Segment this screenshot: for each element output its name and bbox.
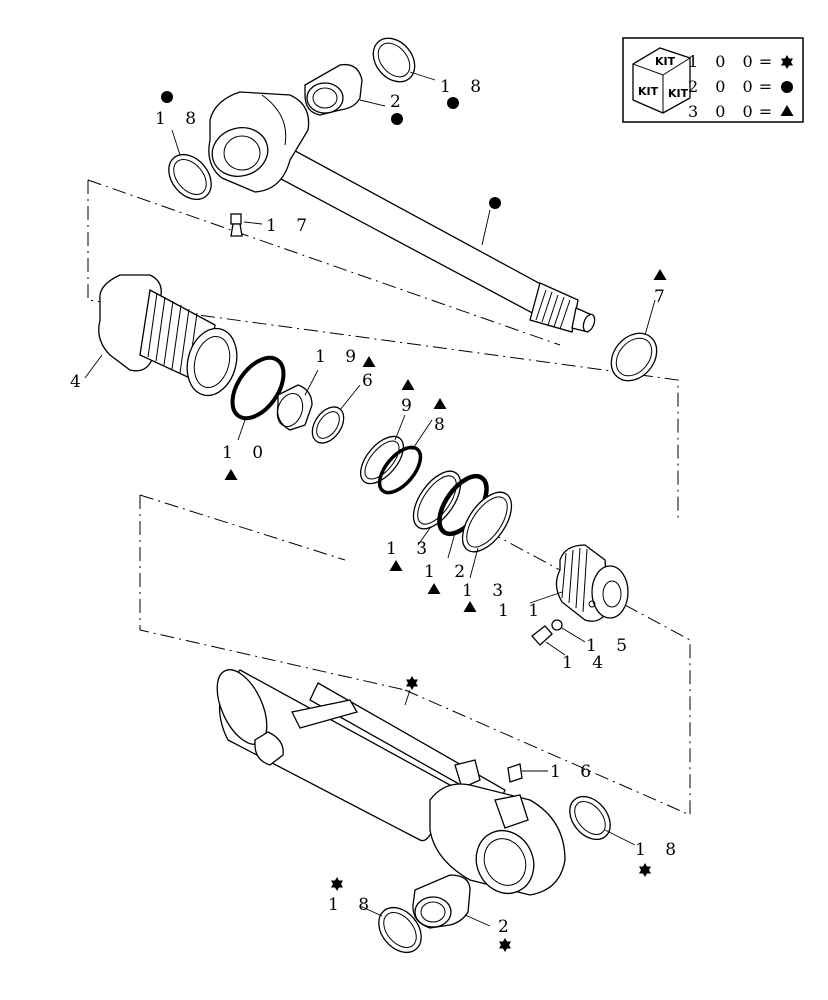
o-ring-8: [377, 419, 433, 495]
callout-18: 1 8: [328, 895, 376, 915]
circle-icon: [447, 97, 459, 109]
bushing-2-bottom: [412, 874, 491, 929]
callout-18: 1 8: [440, 77, 488, 97]
triangle-icon: [653, 269, 667, 280]
callout-4: 4: [70, 372, 88, 392]
triangle-icon: [224, 469, 238, 480]
kit-100-label: 1 0 0=: [688, 52, 778, 71]
check-ball-15: [551, 619, 586, 643]
seal-ring-18-top-left: [168, 129, 212, 201]
callout-15: 1 5: [586, 636, 634, 656]
triangle-icon: [463, 601, 477, 612]
callout-12: 1 2: [424, 562, 472, 582]
kit-word-left: KIT: [638, 85, 659, 98]
callout-19: 1 9: [315, 347, 363, 367]
seal-ring-13-left: [412, 470, 462, 546]
circle-icon: [391, 113, 403, 125]
kit-markers: [161, 91, 667, 952]
assembly-centerlines: [87, 179, 691, 816]
kit-200-label: 2 0 0=: [688, 77, 778, 96]
circle-icon: [489, 197, 501, 209]
seal-ring-18-bottom-left: [359, 905, 422, 954]
star-icon: [499, 938, 511, 952]
grease-fitting-17: [230, 213, 263, 237]
triangle-icon: [427, 583, 441, 594]
bushing-2-top: [304, 63, 386, 116]
kit-legend: KIT KIT KIT 1 0 0= 2 0 0= 3 0 0=: [622, 37, 804, 123]
callout-10: 1 0: [222, 443, 270, 463]
kit-word-top: KIT: [655, 55, 676, 68]
bushing-19: [276, 369, 319, 431]
star-icon: [639, 863, 651, 877]
callout-6: 6: [362, 371, 380, 391]
triangle-icon: [389, 560, 403, 571]
callout-8: 8: [434, 415, 452, 435]
circle-icon: [781, 81, 793, 93]
gland-nut-4: [84, 274, 238, 397]
star-icon: [331, 877, 343, 891]
plug-14: [531, 625, 566, 656]
seal-ring-13-right: [461, 491, 513, 579]
kit-300-label: 3 0 0=: [688, 102, 778, 121]
callout-labels: 1 8 2 1 8 1 7 7 4 1 9 6 1 0 9 8 1 3 1 2 …: [70, 77, 683, 937]
kit-word-right: KIT: [668, 87, 689, 100]
seal-ring-7: [610, 299, 658, 382]
callout-17: 1 7: [266, 216, 314, 236]
callout-9: 9: [401, 396, 419, 416]
callout-13: 1 3: [386, 539, 434, 559]
kit-box-icon: KIT KIT KIT: [632, 47, 691, 114]
triangle-icon: [401, 379, 415, 390]
callout-2: 2: [498, 917, 516, 937]
circle-icon: [161, 91, 173, 103]
seal-ring-18-top-right: [372, 37, 436, 83]
piston-11: [529, 544, 629, 622]
callout-18: 1 8: [155, 109, 203, 129]
star-icon: [406, 676, 418, 690]
seal-ring-18-bottom-right: [569, 795, 636, 846]
seal-ring-9: [359, 414, 406, 485]
callout-13: 1 3: [462, 581, 510, 601]
callout-14: 1 4: [562, 653, 610, 673]
cylinder-barrel: [216, 669, 566, 896]
grease-fitting-16: [507, 763, 548, 783]
callout-16: 1 6: [550, 762, 598, 782]
piston-rod: [208, 91, 596, 333]
triangle-icon: [433, 398, 447, 409]
seal-ring-6: [311, 384, 361, 444]
o-ring-10: [230, 355, 286, 441]
callout-11: 1 1: [498, 601, 546, 621]
callout-7: 7: [654, 287, 672, 307]
callout-2: 2: [390, 92, 408, 112]
callout-18: 1 8: [635, 840, 683, 860]
triangle-icon: [362, 356, 376, 367]
